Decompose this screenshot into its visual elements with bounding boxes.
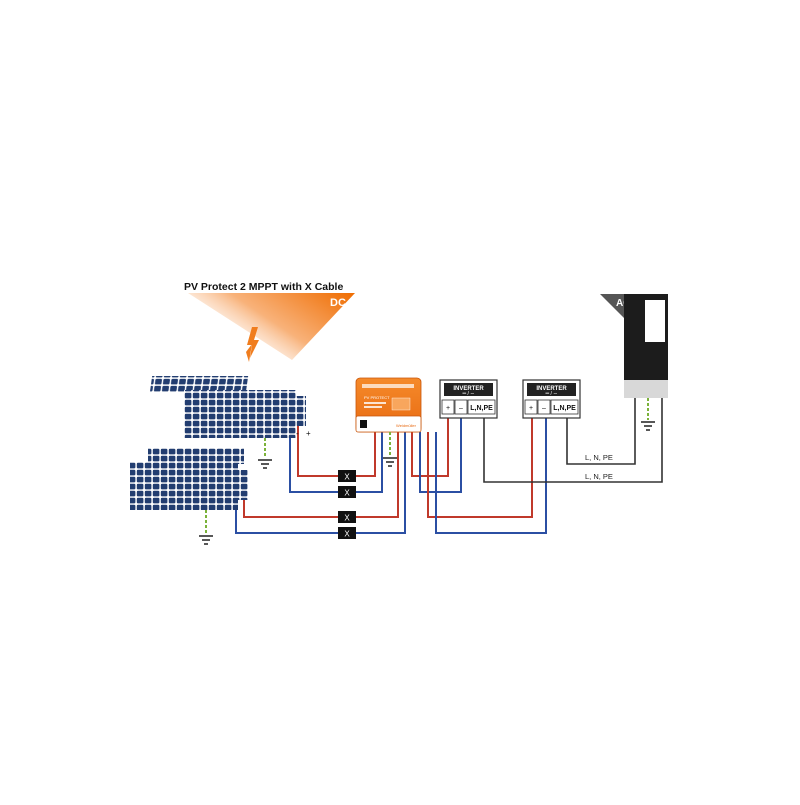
solar-panel-icon: [232, 470, 248, 500]
wire-red-1a: [297, 420, 340, 477]
wire-ac-inv1: [483, 398, 663, 483]
wire-red-inv2: [427, 418, 533, 518]
solar-panel-icon: [149, 376, 249, 392]
ground-icon: [199, 535, 213, 545]
dc-label: DC: [330, 297, 346, 309]
svg-text:–: –: [459, 405, 463, 412]
wire-red-2a: [243, 485, 340, 518]
dc-ac-symbol-icon: ═ / ∼: [462, 391, 475, 397]
x-connector: X: [338, 486, 356, 498]
wire-blue-1a: [289, 420, 340, 493]
lightning-icon: [246, 327, 259, 362]
wire-red-1b: [354, 432, 376, 477]
x-connector: X: [338, 470, 356, 482]
cable-label-inv2: L, N, PE: [585, 453, 613, 462]
svg-text:+: +: [529, 405, 533, 412]
svg-text:+: +: [446, 405, 450, 412]
ground-icon: [641, 421, 655, 431]
ac-distribution-panel: AC: [600, 294, 668, 431]
polarity-minus: -: [296, 429, 299, 438]
solar-panel-icon: [290, 396, 306, 426]
svg-text:X: X: [344, 489, 350, 498]
polarity-plus: +: [306, 429, 311, 438]
x-connectors: X X X X: [338, 470, 356, 539]
wire-ac-inv2: [566, 398, 636, 465]
wire-blue-inv2: [435, 418, 547, 534]
inverter-label: INVERTER: [536, 386, 567, 392]
inverter-1: INVERTER ═ / ∼ + – L,N,PE: [439, 379, 498, 419]
device-label: PV PROTECT: [364, 395, 390, 400]
dc-wiring: [235, 418, 547, 534]
pv-protect-device: PV PROTECT Weidmüller: [355, 377, 422, 467]
ac-label: AC: [616, 298, 630, 309]
ground-icon: [383, 457, 397, 467]
qr-code-icon: [360, 420, 367, 428]
cable-label-inv1: L, N, PE: [585, 472, 613, 481]
solar-array-lower: [130, 448, 248, 545]
wire-blue-inv1: [419, 418, 462, 493]
svg-text:X: X: [344, 473, 350, 482]
x-connector: X: [338, 527, 356, 539]
svg-text:X: X: [344, 514, 350, 523]
ground-icon: [258, 459, 272, 469]
solar-panel-icon: [184, 390, 296, 438]
wire-red-2b: [354, 432, 399, 518]
solar-array-upper: - +: [149, 376, 311, 469]
diagram-title: PV Protect 2 MPPT with X Cable: [184, 281, 343, 293]
wire-red-inv1: [411, 418, 449, 477]
svg-text:L,N,PE: L,N,PE: [470, 405, 493, 412]
solar-panel-icon: [148, 448, 244, 464]
brand-label: Weidmüller: [396, 423, 417, 428]
x-connector: X: [338, 511, 356, 523]
wire-blue-2b: [354, 432, 406, 534]
inverter-label: INVERTER: [453, 386, 484, 392]
solar-panel-icon: [130, 462, 238, 510]
ac-wiring: [483, 398, 663, 483]
svg-text:X: X: [344, 530, 350, 539]
svg-text:L,N,PE: L,N,PE: [553, 405, 576, 412]
dc-surge-cone: DC: [188, 293, 355, 360]
wire-blue-1b: [354, 432, 383, 493]
dc-ac-symbol-icon: ═ / ∼: [545, 391, 558, 397]
svg-text:–: –: [542, 405, 546, 412]
inverter-2: INVERTER ═ / ∼ + – L,N,PE: [522, 379, 581, 419]
